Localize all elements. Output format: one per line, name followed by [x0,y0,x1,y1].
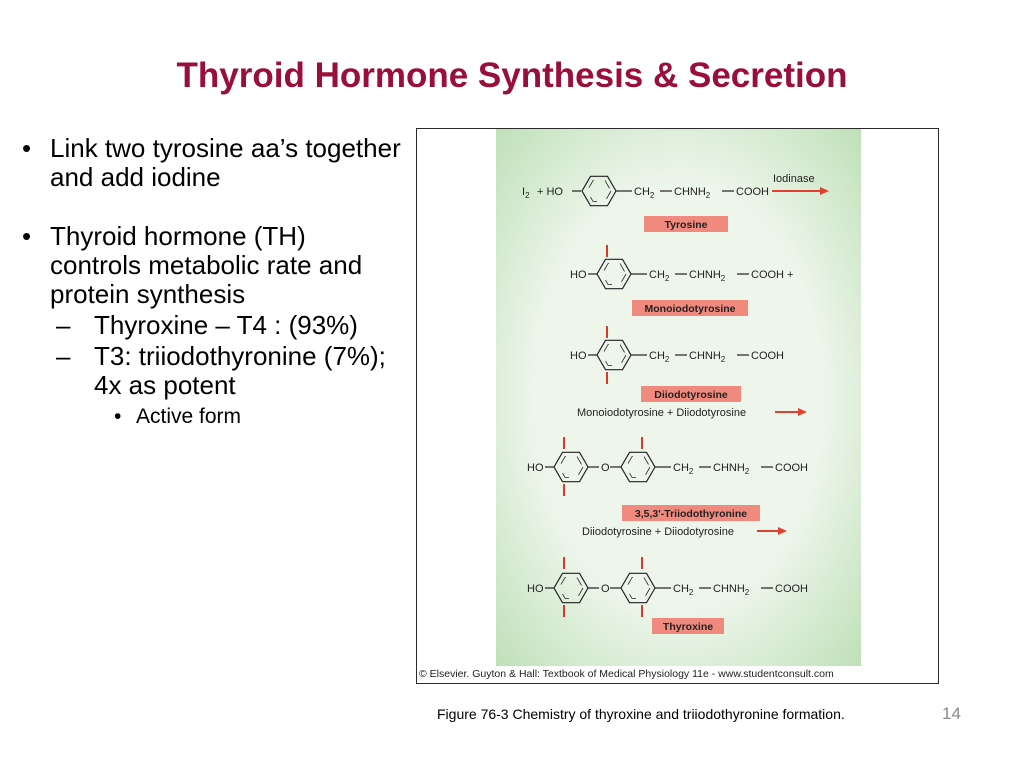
compound-label-box [644,216,728,232]
figure-credit: © Elsevier. Guyton & Hall: Textbook of M… [419,668,834,680]
bullet-dot: • [22,133,32,163]
benzene-ring-icon-inner [625,456,651,478]
bullet-item: • Thyroid hormone (TH) controls metaboli… [22,222,402,309]
cooh-group: COOH [775,462,808,474]
benzene-ring-icon [596,339,632,371]
bullet-item: • Link two tyrosine aa’s together and ad… [22,134,402,192]
benzene-ring-icon [553,572,589,604]
sub-bullet-dash: – [56,341,71,371]
sub-sub-bullet-dot: • [114,405,122,428]
sub-sub-bullet-text: Active form [136,405,242,428]
benzene-ring-icon [581,175,617,207]
cooh-group: COOH [736,186,769,198]
chnh2-group: CHNH2 [713,583,750,597]
bullet-dot: • [22,221,32,251]
figure-caption: Figure 76-3 Chemistry of thyroxine and t… [437,706,845,722]
bullet-text: Link two tyrosine aa’s together and add … [50,133,401,192]
ho-group: HO [527,462,544,474]
ether-oxygen: O [601,462,610,474]
ho-group: + HO [537,186,563,198]
reaction-arrow-head [820,187,829,195]
benzene-ring-icon-inner [558,456,584,478]
ether-oxygen: O [601,583,610,595]
sub-bullet-text: Thyroxine – T4 : (93%) [94,310,358,340]
chnh2-group: CHNH2 [713,462,750,476]
chnh2-group: CHNH2 [689,269,726,283]
sub-sub-bullet-item: • Active form [114,404,402,430]
bullet-text: Thyroid hormone (TH) controls metabolic … [50,221,363,309]
reaction-arrow-head [798,408,807,416]
ho-group: HO [570,350,587,362]
chnh2-group: CHNH2 [689,350,726,364]
cooh-group: COOH + [751,269,793,281]
reaction-arrow-head [778,527,787,535]
sub-bullet-text: T3: triiodothyronine (7%); 4x as potent [94,341,386,400]
reaction-dit-dit: Diiodotyrosine + Diiodotyrosine [582,526,734,538]
chnh2-group: CHNH2 [674,186,711,200]
iodine-reactant: I2 [522,186,530,200]
ch2-group: CH2 [634,186,655,200]
ch2-group: CH2 [649,350,670,364]
cooh-group: COOH [775,583,808,595]
slide-number: 14 [942,704,961,723]
ho-group: HO [570,269,587,281]
benzene-ring-icon-inner [601,344,627,366]
sub-bullet-dash: – [56,310,71,340]
compound-label-box [641,386,741,402]
sub-bullet-item: – Thyroxine – T4 : (93%) [56,311,402,340]
bullet-list: • Link two tyrosine aa’s together and ad… [22,134,402,430]
benzene-ring-icon [620,572,656,604]
compound-label-monoiodotyrosine: Monoiodotyrosine [645,303,736,315]
ch2-group: CH2 [673,462,694,476]
cooh-group: COOH [751,350,784,362]
benzene-ring-icon-inner [586,180,612,202]
benzene-ring-icon-inner [558,577,584,599]
enzyme-label: Iodinase [773,173,815,185]
compound-label-diiodotyrosine: Diiodotyrosine [654,389,728,401]
sub-bullet-item: – T3: triiodothyronine (7%); 4x as poten… [56,342,402,400]
benzene-ring-icon-inner [601,263,627,285]
benzene-ring-icon-inner [625,577,651,599]
reaction-mit-dit: Monoiodotyrosine + Diiodotyrosine [577,407,746,419]
compound-label-box [652,618,724,634]
compound-label-triiodothyronine: 3,5,3'-Triiodothyronine [635,508,747,520]
benzene-ring-icon [553,451,589,483]
benzene-ring-icon [620,451,656,483]
ch2-group: CH2 [673,583,694,597]
ho-group: HO [527,583,544,595]
benzene-ring-icon [596,258,632,290]
compound-label-thyroxine: Thyroxine [663,621,713,633]
compound-label-tyrosine: Tyrosine [665,219,708,231]
compound-label-box [622,505,760,521]
ch2-group: CH2 [649,269,670,283]
slide-title: Thyroid Hormone Synthesis & Secretion [176,56,848,95]
compound-label-box [632,300,748,316]
